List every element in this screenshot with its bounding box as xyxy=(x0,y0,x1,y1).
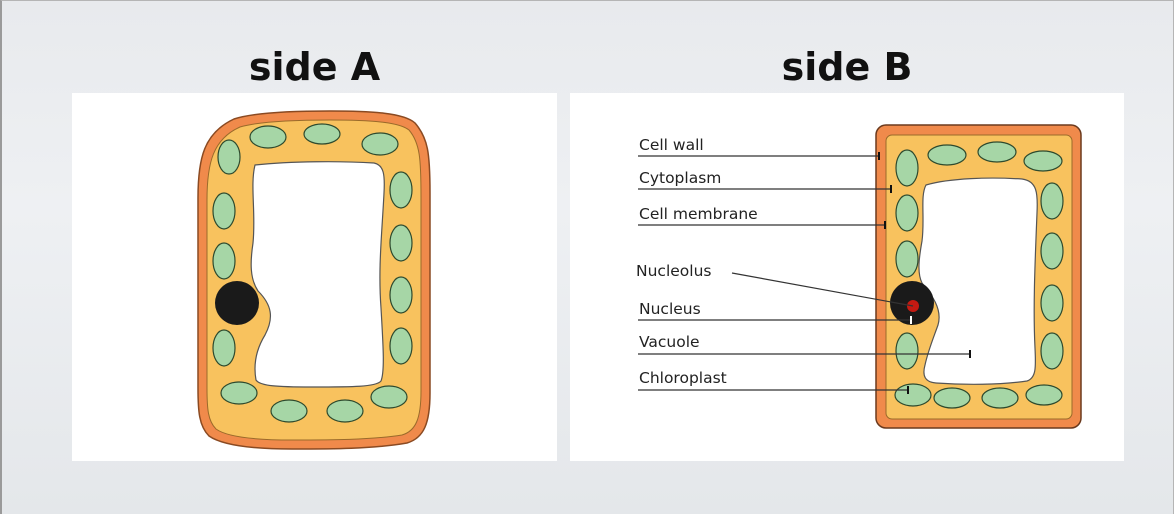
label-chloroplast: Chloroplast xyxy=(639,369,727,387)
chloroplast xyxy=(221,382,257,404)
side-b-title: side B xyxy=(570,39,1124,95)
side-a-title: side A xyxy=(72,39,557,95)
chloroplast xyxy=(213,193,235,229)
chloroplast xyxy=(1041,333,1063,369)
chloroplast xyxy=(928,145,966,165)
chloroplast xyxy=(1041,233,1063,269)
label-nucleus: Nucleus xyxy=(639,300,701,318)
nucleus xyxy=(215,281,259,325)
label-cytoplasm: Cytoplasm xyxy=(639,169,721,187)
chloroplast xyxy=(390,328,412,364)
chloroplast xyxy=(213,330,235,366)
chloroplast xyxy=(1041,285,1063,321)
chloroplast xyxy=(390,172,412,208)
chloroplast xyxy=(1026,385,1062,405)
chloroplast xyxy=(271,400,307,422)
chloroplast xyxy=(304,124,340,144)
chloroplast xyxy=(250,126,286,148)
side-a-panel xyxy=(72,93,557,461)
chloroplast xyxy=(934,388,970,408)
chloroplast xyxy=(327,400,363,422)
label-cell-wall: Cell wall xyxy=(639,136,704,154)
chloroplast xyxy=(390,225,412,261)
chloroplast xyxy=(896,150,918,186)
label-cell-membrane: Cell membrane xyxy=(639,205,758,223)
chloroplast xyxy=(1024,151,1062,171)
chloroplast xyxy=(982,388,1018,408)
chloroplast xyxy=(895,384,931,406)
chloroplast xyxy=(896,241,918,277)
chloroplast xyxy=(218,140,240,174)
chloroplast xyxy=(371,386,407,408)
side-b-panel: Cell wall Cytoplasm Cell membrane Nucleo… xyxy=(570,93,1124,461)
chloroplast xyxy=(896,195,918,231)
vacuole xyxy=(919,178,1037,384)
chloroplast xyxy=(390,277,412,313)
label-nucleolus: Nucleolus xyxy=(636,262,711,280)
chloroplast xyxy=(362,133,398,155)
side-a-cell-diagram xyxy=(72,93,557,461)
chloroplast xyxy=(1041,183,1063,219)
label-vacuole: Vacuole xyxy=(639,333,700,351)
chloroplast xyxy=(213,243,235,279)
chloroplast xyxy=(978,142,1016,162)
side-b-cell-diagram: Cell wall Cytoplasm Cell membrane Nucleo… xyxy=(570,93,1124,461)
chloroplast xyxy=(896,333,918,369)
vacuole xyxy=(251,162,384,387)
